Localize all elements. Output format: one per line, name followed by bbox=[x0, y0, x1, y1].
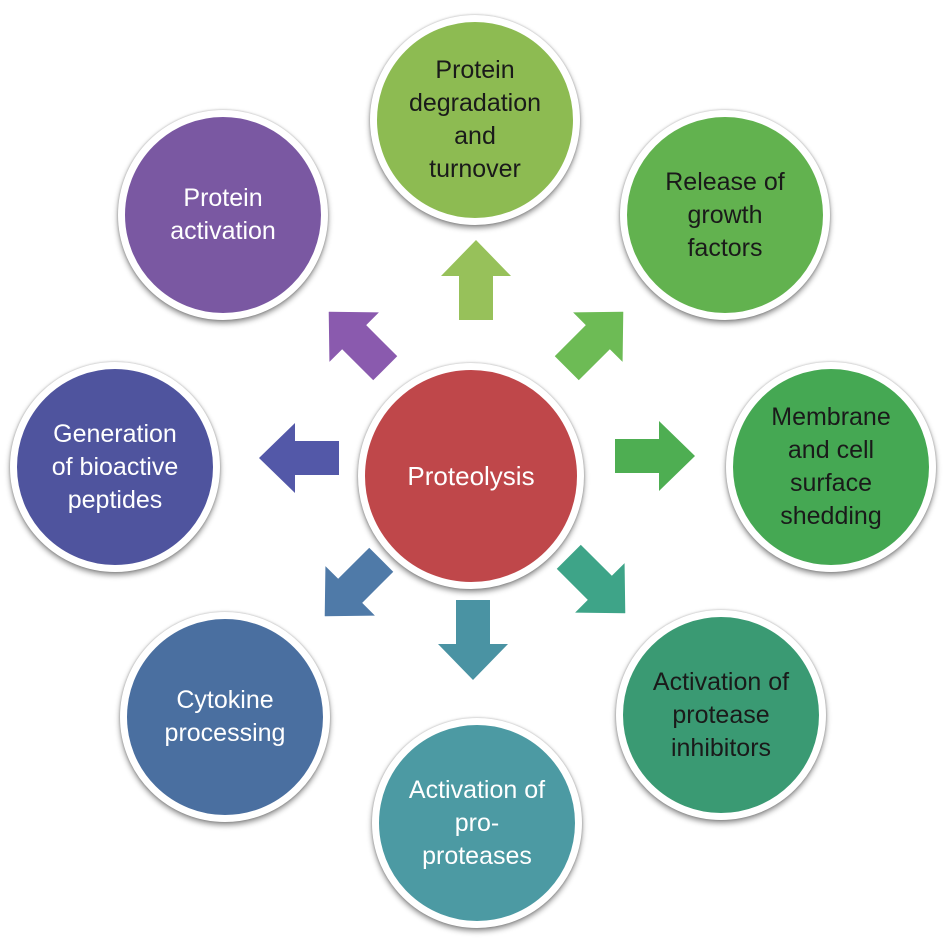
arrow-to-activation-pro-proteases bbox=[438, 600, 508, 680]
node-label: Activation of protease inhibitors bbox=[652, 667, 790, 762]
arrow-shape bbox=[441, 240, 511, 320]
arrow-polygon bbox=[556, 544, 626, 614]
node-activation-protease-inhibitors: Activation of protease inhibitors bbox=[616, 610, 826, 820]
arrow-to-release-growth-factors bbox=[542, 287, 648, 393]
node-label: Membrane and cell surface shedding bbox=[771, 403, 891, 530]
arrow-to-membrane-shedding bbox=[615, 421, 695, 491]
arrow-polygon bbox=[441, 240, 511, 320]
node-release-growth-factors: Release of growth factors bbox=[620, 110, 830, 320]
arrow-to-generation-bioactive-peptides bbox=[259, 423, 339, 493]
arrow-to-protein-degradation bbox=[441, 240, 511, 320]
node-membrane-shedding: Membrane and cell surface shedding bbox=[726, 362, 936, 572]
arrow-polygon bbox=[615, 421, 695, 491]
arrow-to-activation-protease-inhibitors bbox=[544, 532, 650, 638]
node-label: Generation of bioactive peptides bbox=[51, 419, 179, 514]
arrow-polygon bbox=[324, 547, 394, 617]
arrow-shape bbox=[324, 547, 394, 617]
center-node-proteolysis: Proteolysis bbox=[358, 363, 584, 589]
arrow-polygon bbox=[554, 311, 624, 381]
node-protein-degradation: Protein degradation and turnover bbox=[370, 15, 580, 225]
node-activation-pro-proteases: Activation of pro- proteases bbox=[372, 718, 582, 928]
arrow-shape bbox=[615, 421, 695, 491]
arrow-polygon bbox=[438, 600, 508, 680]
node-label: Cytokine processing bbox=[164, 686, 286, 747]
arrow-shape bbox=[556, 544, 626, 614]
node-label: Release of growth factors bbox=[665, 167, 785, 262]
arrow-polygon bbox=[328, 311, 398, 381]
node-protein-activation: Protein activation bbox=[118, 110, 328, 320]
arrow-to-protein-activation bbox=[304, 287, 410, 393]
arrow-shape bbox=[259, 423, 339, 493]
node-cytokine-processing: Cytokine processing bbox=[120, 612, 330, 822]
arrow-shape bbox=[328, 311, 398, 381]
arrow-to-cytokine-processing bbox=[300, 535, 406, 641]
center-node-label: Proteolysis bbox=[407, 460, 535, 491]
arrow-shape bbox=[554, 311, 624, 381]
node-label: Protein degradation and turnover bbox=[408, 56, 542, 183]
arrow-shape bbox=[438, 600, 508, 680]
node-generation-bioactive-peptides: Generation of bioactive peptides bbox=[10, 362, 220, 572]
node-label: Activation of pro- proteases bbox=[408, 775, 546, 870]
arrow-polygon bbox=[259, 423, 339, 493]
node-label: Protein activation bbox=[170, 184, 276, 245]
